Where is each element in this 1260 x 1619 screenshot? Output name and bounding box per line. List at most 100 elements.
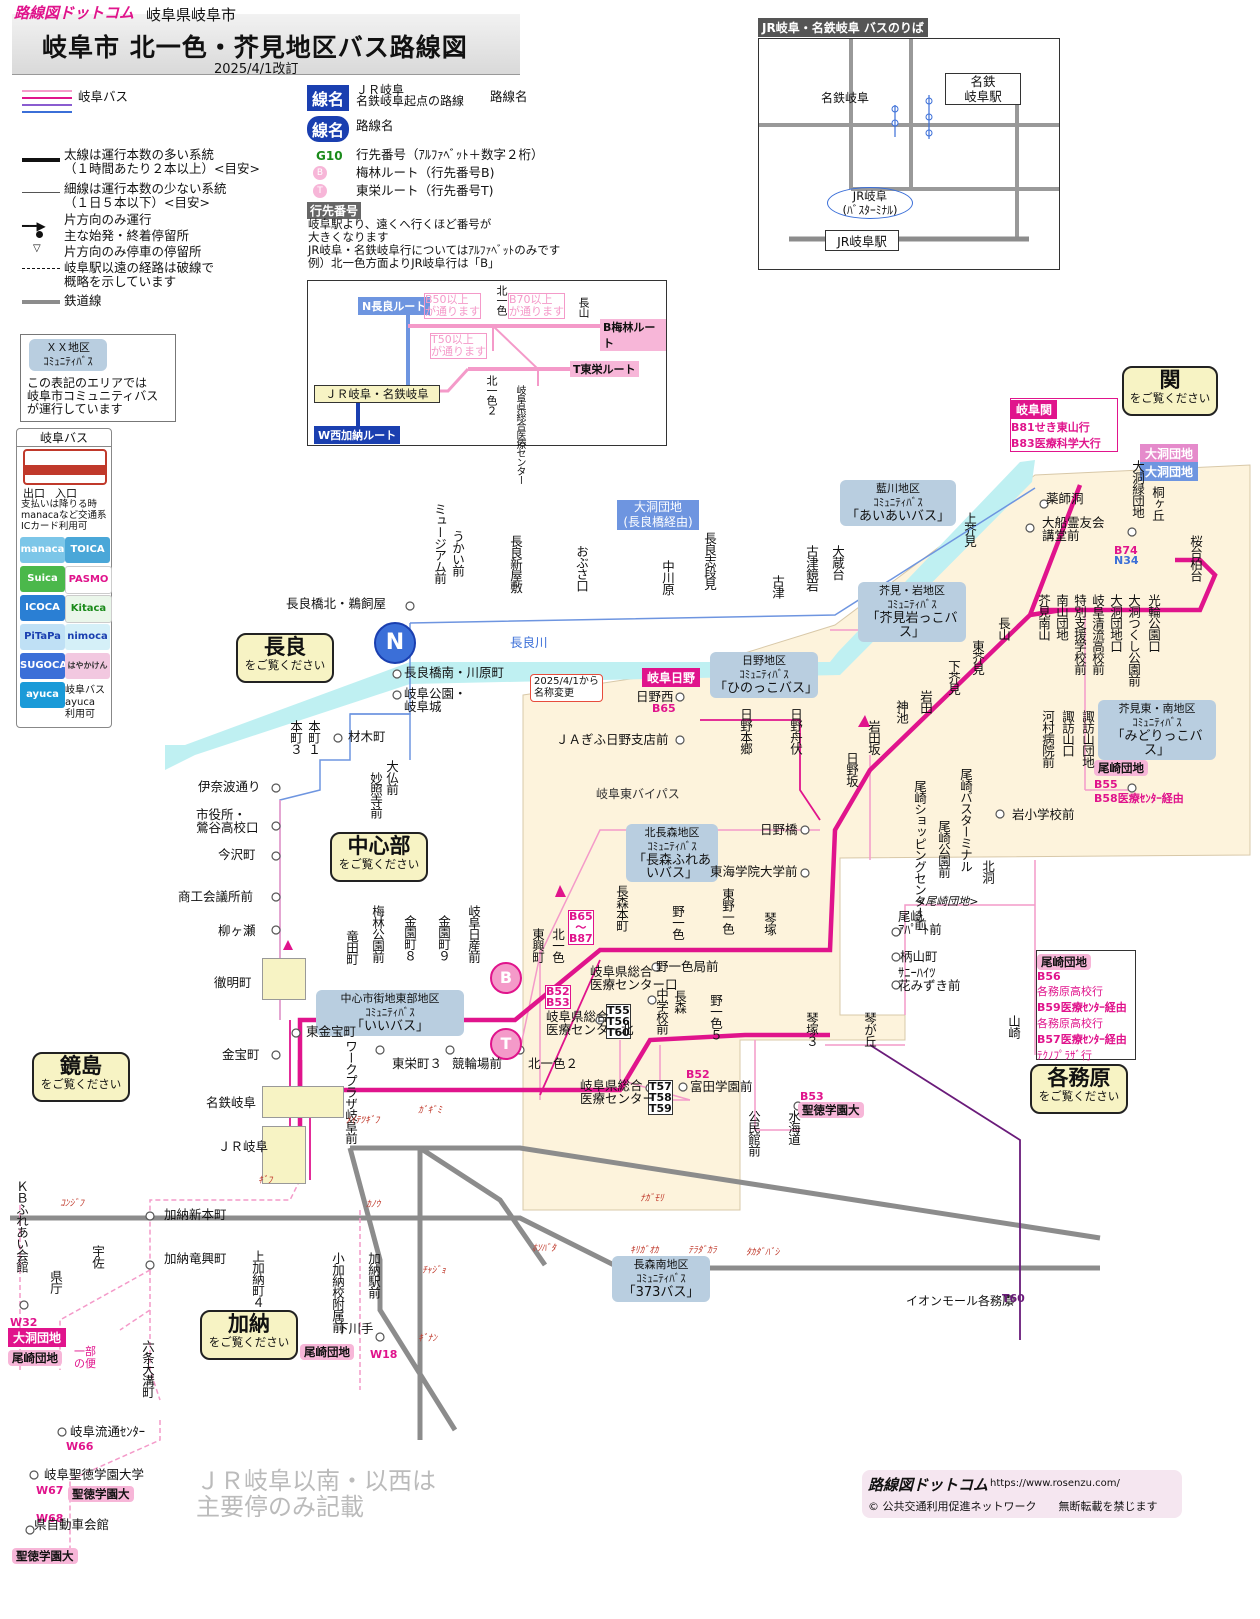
stop-h-11[interactable]: 東栄町３ <box>392 1056 443 1071</box>
stop-v-59[interactable]: 公民館前 <box>746 1110 761 1156</box>
stop-h-25[interactable]: 柄山町 <box>900 949 938 964</box>
stop-v-64[interactable]: 小加納校附属前 <box>330 1252 345 1333</box>
stop-v-28[interactable]: 日野舟伏 <box>788 708 803 754</box>
stop-h-20[interactable]: 岐阜県総合 医療センター口 <box>590 964 678 992</box>
stop-v-2[interactable]: 長良新屋敷 <box>508 535 523 593</box>
stop-v-34[interactable]: 尾崎バスターミナル <box>958 768 973 872</box>
stop-v-42[interactable]: 本町３ <box>288 720 303 755</box>
area-seki[interactable]: 関をご覧ください <box>1122 366 1218 416</box>
stop-v-56[interactable]: 琴が丘 <box>862 1012 877 1047</box>
stop-h-30[interactable]: 加納竜興町 <box>164 1251 227 1266</box>
stop-v-63[interactable]: 上加納町４ <box>250 1250 265 1308</box>
stop-v-38[interactable]: 東野一色 <box>720 888 735 934</box>
stop-v-40[interactable]: 北一色 <box>550 928 565 963</box>
stop-v-12[interactable]: 大洞緑団地 <box>1130 460 1145 518</box>
stop-h-16[interactable]: 日野橋 <box>760 822 798 837</box>
stop-v-9[interactable]: 上芥見 <box>962 512 977 547</box>
footer-url[interactable]: https://www.rosenzu.com/ <box>990 1478 1120 1489</box>
area-chushinbu[interactable]: 中心部をご覧ください <box>330 832 428 882</box>
stop-v-66[interactable]: 六条大溝町 <box>140 1340 155 1398</box>
stop-h-8[interactable]: 柳ヶ瀬 <box>218 923 256 938</box>
stop-h-26[interactable]: ｻﾆｰﾊｲﾂ 花みずき前 <box>898 965 961 993</box>
stop-h-34[interactable]: 県自動車会館 <box>34 1517 110 1532</box>
stop-v-57[interactable]: 山崎 <box>1006 1015 1021 1038</box>
stop-v-45[interactable]: 大仏前 <box>384 760 399 795</box>
stop-v-11[interactable]: 桜台柏台 <box>1188 535 1203 581</box>
stop-v-47[interactable]: 梅林公園前 <box>370 905 385 963</box>
stop-v-53[interactable]: 長森 <box>672 990 687 1013</box>
stop-h-0[interactable]: 長良橋北・鵜飼屋 <box>286 596 387 611</box>
stop-v-50[interactable]: 岐阜日産前 <box>466 905 481 963</box>
stop-h-5[interactable]: 市役所・ 鶯谷高校口 <box>196 807 259 835</box>
stop-v-58[interactable]: 水海道 <box>786 1110 801 1145</box>
stop-v-25[interactable]: 岩田坂 <box>866 720 881 755</box>
stop-v-41[interactable]: 東興町 <box>530 928 545 963</box>
stop-v-26[interactable]: 日野坂 <box>844 752 859 787</box>
area-kagamijima[interactable]: 鏡島をご覧ください <box>32 1052 130 1102</box>
stop-v-24[interactable]: 神池 <box>894 700 909 723</box>
stop-v-17[interactable]: 大洞団地口 <box>1108 594 1123 652</box>
stop-h-17[interactable]: 東海学院大学前 <box>710 864 798 879</box>
stop-v-10[interactable]: 桐ヶ丘 <box>1150 486 1165 521</box>
stop-v-48[interactable]: 金園町８ <box>402 915 417 961</box>
stop-h-15[interactable]: ＪＡぎふ日野支店前 <box>556 732 669 747</box>
stop-h-19[interactable]: 野一色局前 <box>656 959 719 974</box>
stop-v-30[interactable]: 諏訪山口 <box>1060 710 1075 756</box>
stop-v-36[interactable]: 長森本町 <box>614 885 629 931</box>
stop-h-2[interactable]: 岐阜公園・ 岐阜城 <box>404 686 467 714</box>
stop-v-62[interactable]: 宇佐 <box>90 1245 105 1268</box>
stop-h-6[interactable]: 今沢町 <box>218 847 256 862</box>
stop-v-13[interactable]: 芥見南山 <box>1036 594 1051 640</box>
stop-v-31[interactable]: 諏訪山団地 <box>1080 710 1095 768</box>
stop-v-1[interactable]: うかい前 <box>450 530 465 576</box>
area-kano[interactable]: 加納をご覧ください <box>200 1310 298 1360</box>
stop-h-31[interactable]: 下川手 <box>336 1321 374 1336</box>
stop-h-10[interactable]: 東金宝町 <box>306 1024 357 1039</box>
footer-logo[interactable]: 路線図ドットコム <box>868 1476 989 1494</box>
stop-v-33[interactable]: 尾崎公園前 <box>936 820 951 878</box>
stop-h-29[interactable]: 加納新本町 <box>164 1207 227 1222</box>
stop-h-3[interactable]: 材木町 <box>348 729 386 744</box>
stop-v-8[interactable]: 大蔵台 <box>830 545 845 580</box>
stop-v-46[interactable]: 竜田町 <box>344 930 359 965</box>
stop-v-22[interactable]: 下芥見 <box>946 660 961 695</box>
stop-v-55[interactable]: 琴塚３ <box>804 1012 819 1047</box>
stop-v-51[interactable]: ワークプラザ岐阜前 <box>343 1040 358 1144</box>
stop-v-44[interactable]: 妙照寺前 <box>368 772 383 818</box>
stop-v-60[interactable]: ＫＢふれあい会館 <box>14 1180 29 1272</box>
stop-v-37[interactable]: 野一色 <box>670 905 685 940</box>
stop-h-1[interactable]: 長良橋南・川原町 <box>404 665 505 680</box>
stop-h-9[interactable]: 金宝町 <box>222 1047 260 1062</box>
stop-v-23[interactable]: 岩田 <box>918 690 933 713</box>
area-nagara[interactable]: 長良をご覧ください <box>236 633 334 683</box>
stop-v-61[interactable]: 県庁 <box>48 1270 63 1293</box>
stop-v-20[interactable]: 長山 <box>996 617 1011 640</box>
stop-v-27[interactable]: 日野本郷 <box>738 708 753 754</box>
stop-v-39[interactable]: 琴塚 <box>762 912 777 935</box>
stop-v-52[interactable]: 中学校前 <box>654 988 669 1034</box>
stop-h-18[interactable]: 岩小学校前 <box>1012 807 1075 822</box>
stop-v-43[interactable]: 本町１ <box>306 720 321 755</box>
stop-v-3[interactable]: おぶさ口 <box>574 545 589 591</box>
stop-h-7[interactable]: 商工会議所前 <box>178 889 254 904</box>
stop-h-28[interactable]: 大船霊友会 講堂前 <box>1042 515 1105 543</box>
stop-v-0[interactable]: ミュージアム前 <box>432 503 447 584</box>
stop-h-23[interactable]: 富田学園前 <box>690 1079 753 1094</box>
stop-h-33[interactable]: 岐阜聖徳学園大学 <box>44 1467 145 1482</box>
stop-v-18[interactable]: 大洞つくし公園前 <box>1126 594 1141 686</box>
stop-v-16[interactable]: 岐阜清流高校前 <box>1090 594 1105 675</box>
site-logo[interactable]: 路線図ドットコム <box>14 4 135 22</box>
stop-v-5[interactable]: 長良志段見 <box>702 532 717 590</box>
stop-h-4[interactable]: 伊奈波通り <box>198 779 261 794</box>
stop-v-6[interactable]: 古津 <box>770 575 785 598</box>
stop-v-54[interactable]: 野一色５ <box>708 994 723 1040</box>
stop-v-4[interactable]: 中川原 <box>660 560 675 595</box>
stop-h-27[interactable]: 薬師洞 <box>1046 491 1084 506</box>
stop-v-7[interactable]: 古津鏡岩 <box>804 545 819 591</box>
stop-jr-gifu[interactable]: ＪＲ岐阜 <box>218 1139 269 1154</box>
stop-v-15[interactable]: 特別支援学校前 <box>1072 594 1087 675</box>
stop-v-21[interactable]: 東芥見 <box>970 640 985 675</box>
stop-v-49[interactable]: 金園町９ <box>436 915 451 961</box>
stop-h-12[interactable]: 競輪場前 <box>452 1056 503 1071</box>
stop-h-24[interactable]: 尾崎 ｱﾊﾟｰﾄ前 <box>898 909 942 937</box>
